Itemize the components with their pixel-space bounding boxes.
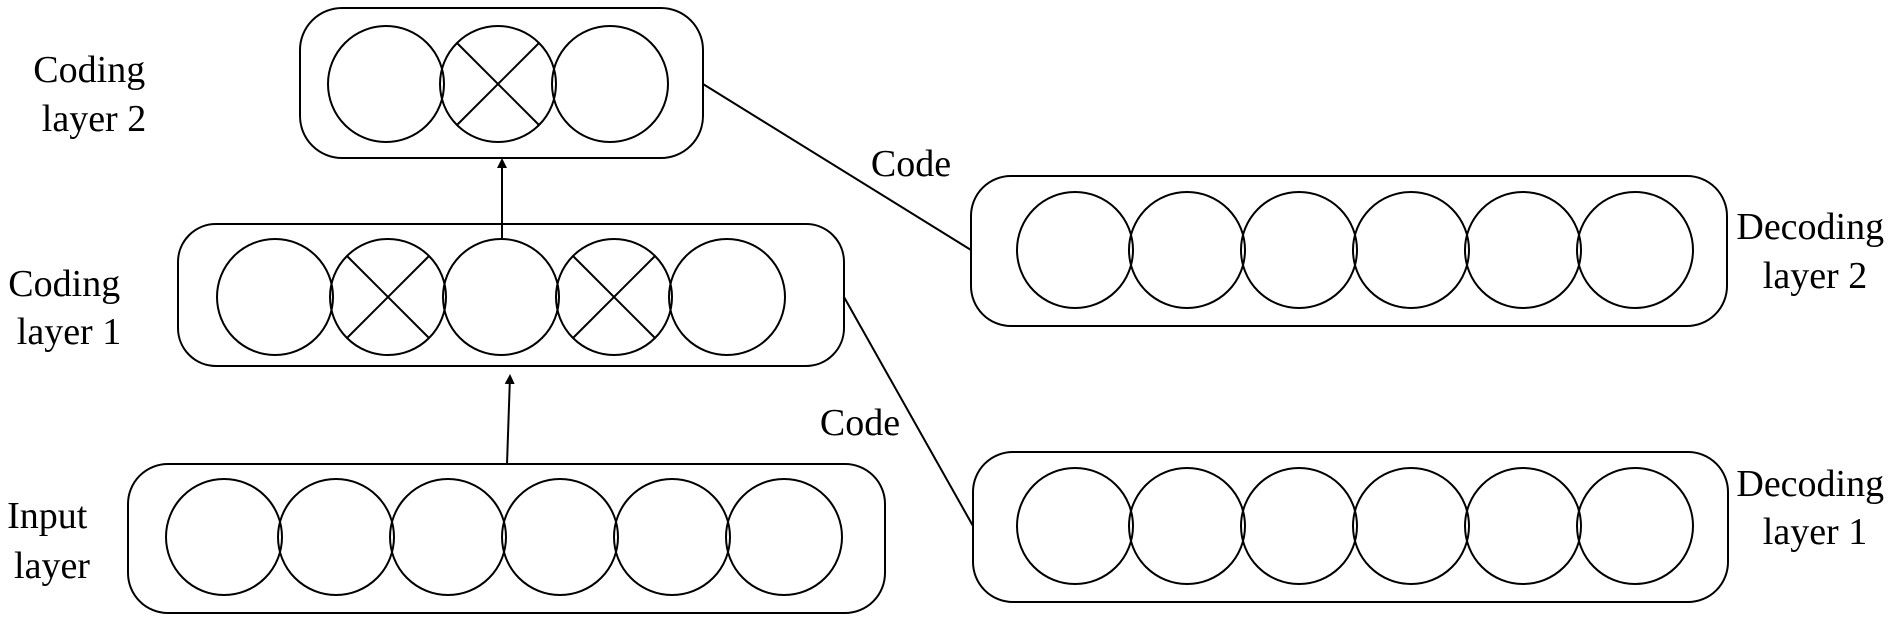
neuron [1576, 191, 1694, 309]
coding-layer-1-neurons [216, 238, 786, 356]
coding-layer-2-neurons [327, 25, 669, 143]
neuron [1576, 467, 1694, 585]
neuron [277, 478, 395, 596]
code-label-lower: Code [820, 402, 900, 444]
neuron [165, 478, 283, 596]
neuron [389, 478, 507, 596]
neuron [551, 25, 669, 143]
neuron [668, 238, 786, 356]
code-label-upper: Code [871, 143, 951, 185]
input-layer-neurons [165, 478, 843, 596]
decoding-layer-1-label-line2: layer 1 [1763, 511, 1867, 553]
decoding-layer-1-neurons [1016, 467, 1694, 585]
neuron [613, 478, 731, 596]
dropout-cross-line [346, 255, 430, 339]
neuron [1016, 467, 1134, 585]
dropout-cross-line [456, 42, 540, 126]
coding-layer-1-label: Coding layer 1 [8, 263, 129, 353]
decoding-layer-1-box [972, 451, 1729, 603]
neuron [1464, 191, 1582, 309]
input-layer-label-line1: Input [7, 495, 88, 537]
input-layer-box [127, 463, 886, 614]
input-layer-label: Input layer [7, 495, 97, 587]
coding-layer-1-box [177, 223, 845, 367]
decoding-layer-2-neurons [1016, 191, 1694, 309]
coding-layer-2-label-line1: Coding [33, 49, 145, 91]
neuron [725, 478, 843, 596]
neuron [1240, 191, 1358, 309]
neuron [1128, 191, 1246, 309]
neuron [1016, 191, 1134, 309]
neuron [327, 25, 445, 143]
neuron [439, 25, 557, 143]
neuron [1240, 467, 1358, 585]
neuron [1352, 191, 1470, 309]
neuron [1352, 467, 1470, 585]
decoding-layer-2-label-line2: layer 2 [1763, 255, 1867, 297]
neuron [216, 238, 334, 356]
coding-layer-2-label: Coding layer 2 [33, 49, 154, 140]
neuron [442, 238, 560, 356]
coding-layer-1-label-line2: layer 1 [17, 311, 121, 353]
decoding-layer-2-box [970, 175, 1728, 327]
arrow-input-to-coding-1 [504, 374, 515, 465]
decoding-layer-2-label: Decoding layer 2 [1736, 206, 1893, 297]
neuron [555, 238, 673, 356]
input-layer-label-line2: layer [14, 545, 90, 587]
dropout-cross-line [572, 255, 656, 339]
neuron [329, 238, 447, 356]
code-line-lower [843, 296, 974, 527]
decoding-layer-1-label-line1: Decoding [1736, 463, 1884, 505]
decoding-layer-2-label-line1: Decoding [1736, 206, 1884, 248]
coding-layer-1-label-line1: Coding [8, 263, 120, 305]
neuron [501, 478, 619, 596]
decoding-layer-1-label: Decoding layer 1 [1736, 463, 1893, 553]
neuron [1128, 467, 1246, 585]
coding-layer-2-label-line2: layer 2 [42, 98, 146, 140]
code-line-upper [702, 83, 972, 251]
neuron [1464, 467, 1582, 585]
